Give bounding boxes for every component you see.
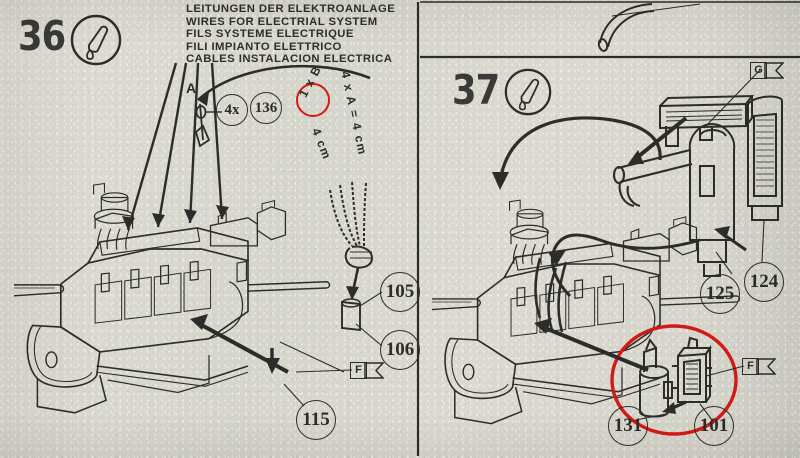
flag-g-right: G (750, 62, 784, 79)
flag-g-right-letter: G (750, 62, 767, 79)
flag-f-left: F (350, 362, 384, 379)
glue-tube-icon (70, 14, 122, 66)
callout-131: 131 (608, 406, 648, 446)
point-a-label: A (186, 80, 197, 96)
part-chip-136: 136 (250, 92, 282, 124)
title-line-fr: FILS SYSTEME ELECTRIQUE (186, 28, 354, 41)
callout-106: 106 (380, 330, 420, 370)
step-number-36: 36 (18, 12, 66, 60)
title-line-de: LEITUNGEN DER ELEKTROANLAGE (186, 3, 396, 15)
flag-f-right: F (742, 358, 776, 375)
step-number-37: 37 (452, 66, 500, 114)
flag-f-right-letter: F (742, 358, 759, 375)
red-chip-1xb: 1 x B (296, 63, 330, 117)
glue-tube-icon-2 (504, 68, 552, 116)
callout-124: 124 (744, 262, 784, 302)
callout-115: 115 (296, 400, 336, 440)
title-line-en: WIRES FOR ELECTRIAL SYSTEM (186, 15, 378, 28)
flag-f-left-letter: F (350, 362, 367, 379)
title-line-es: CABLES INSTALACION ELECTRICA (186, 53, 393, 66)
callout-105: 105 (380, 272, 420, 312)
title-line-it: FILI IMPIANTO ELETTRICO (186, 40, 342, 53)
quantity-chip-4x: 4x (216, 94, 248, 126)
callout-125: 125 (700, 274, 740, 314)
callout-101: 101 (694, 406, 734, 446)
title-block: LEITUNGEN DER ELEKTROANLAGE WIRES FOR EL… (186, 3, 395, 66)
